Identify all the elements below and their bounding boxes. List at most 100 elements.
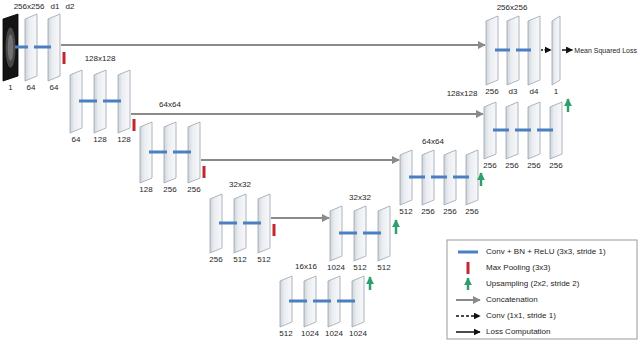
conv-mark: [103, 100, 121, 103]
upsample-arrow: [480, 173, 483, 186]
channel-count: 256: [421, 207, 434, 216]
conv-mark: [15, 46, 28, 49]
conv-mark: [289, 300, 307, 303]
conv-mark: [515, 129, 531, 132]
legend-sample-loss: [456, 331, 480, 333]
conv-mark: [493, 129, 509, 132]
conv-mark: [339, 232, 357, 235]
pool-mark: [133, 119, 136, 131]
channel-count: 128: [93, 135, 106, 144]
concat-arrow: [201, 159, 399, 161]
channel-count: 1024: [325, 329, 343, 338]
legend-sample-concat: [456, 299, 480, 301]
conv-mark: [516, 49, 531, 52]
conv-mark: [313, 300, 331, 303]
concat-arrow: [61, 44, 485, 46]
conv-mark: [495, 49, 510, 52]
channel-count: 512: [353, 263, 366, 272]
output-label: Mean Squared Loss: [574, 46, 637, 55]
channel-count: 256: [549, 161, 562, 170]
channel-count: 64: [27, 83, 36, 92]
upsample-arrow: [395, 220, 398, 234]
legend-text: Concatenation: [486, 295, 538, 305]
conv-mark: [149, 151, 167, 154]
legend-text: Conv (1x1, stride 1): [486, 311, 556, 321]
legend-sample: [468, 262, 469, 274]
legend-sample: [456, 332, 480, 333]
channel-count: 256: [209, 255, 222, 264]
channel-count: 256: [163, 185, 176, 194]
channel-count: 128: [117, 135, 130, 144]
channel-count: 512: [377, 263, 390, 272]
conv1x1-arrow: [541, 49, 551, 50]
conv-mark: [409, 176, 425, 179]
legend-text: Conv + BN + ReLU (3x3, stride 1): [486, 247, 606, 257]
map-size-label: 256x256: [497, 3, 528, 12]
channel-count: 1024: [301, 329, 319, 338]
conv-mark: [337, 300, 355, 303]
channel-count: 256: [505, 161, 518, 170]
concat-arrow: [271, 217, 329, 219]
layer-tag: d1: [51, 2, 60, 11]
legend-sample-up: [467, 278, 470, 290]
pool-mark: [203, 166, 206, 178]
legend-sample: [458, 252, 478, 253]
channel-count: 512: [257, 255, 270, 264]
channel-count: 256: [465, 207, 478, 216]
legend-text: Upsampling (2x2, stride 2): [486, 279, 579, 289]
map-size-label: 64x64: [422, 137, 444, 146]
pool-mark: [273, 224, 276, 236]
conv-mark: [173, 151, 191, 154]
legend-text: Loss Computation: [486, 327, 550, 337]
map-size-label: 256x256: [14, 2, 45, 11]
legend-sample: [456, 300, 480, 301]
map-size-label: 32x32: [349, 193, 371, 202]
legend-text: Max Pooling (3x3): [486, 263, 550, 273]
upsample-arrow: [567, 99, 570, 112]
conv-mark: [363, 232, 381, 235]
concat-arrow: [131, 113, 483, 115]
channel-count: 128: [139, 185, 152, 194]
channel-count: 64: [72, 135, 81, 144]
legend-sample-conv1: [456, 315, 480, 316]
channel-count: 512: [233, 255, 246, 264]
conv-mark: [431, 176, 447, 179]
pool-mark: [63, 52, 66, 64]
layer-tag: d3: [509, 87, 518, 96]
channel-count: 256: [443, 207, 456, 216]
layer-tag: d4: [530, 87, 539, 96]
channel-count: 1024: [327, 263, 345, 272]
map-size-label: 32x32: [229, 180, 251, 189]
layer-tag: d2: [66, 2, 75, 11]
legend-sample-conv: [458, 251, 478, 254]
conv-mark: [79, 100, 97, 103]
channel-count: 256: [187, 185, 200, 194]
map-size-label: 128x128: [85, 54, 116, 63]
legend-sample: [456, 316, 480, 317]
conv-mark: [219, 222, 237, 225]
conv-mark: [453, 176, 469, 179]
loss-arrow: [562, 49, 572, 51]
channel-count: 1: [8, 83, 12, 92]
legend-sample-pool: [467, 262, 470, 274]
legend-frame: [447, 240, 637, 339]
channel-count: 1: [554, 87, 558, 96]
channel-count: 512: [279, 329, 292, 338]
map-size-label: 64x64: [159, 100, 181, 109]
input-scan: [8, 35, 14, 61]
channel-count: 256: [485, 87, 498, 96]
conv-mark: [34, 46, 51, 49]
feature-map: [552, 16, 560, 85]
legend-sample: [468, 278, 469, 290]
channel-count: 256: [527, 161, 540, 170]
map-size-label: 16x16: [295, 262, 317, 271]
input-scan: [6, 28, 16, 68]
upsample-arrow: [369, 277, 372, 290]
conv-mark: [243, 222, 261, 225]
channel-count: 1024: [349, 329, 367, 338]
channel-count: 256: [483, 161, 496, 170]
conv-mark: [537, 129, 553, 132]
channel-count: 512: [399, 207, 412, 216]
